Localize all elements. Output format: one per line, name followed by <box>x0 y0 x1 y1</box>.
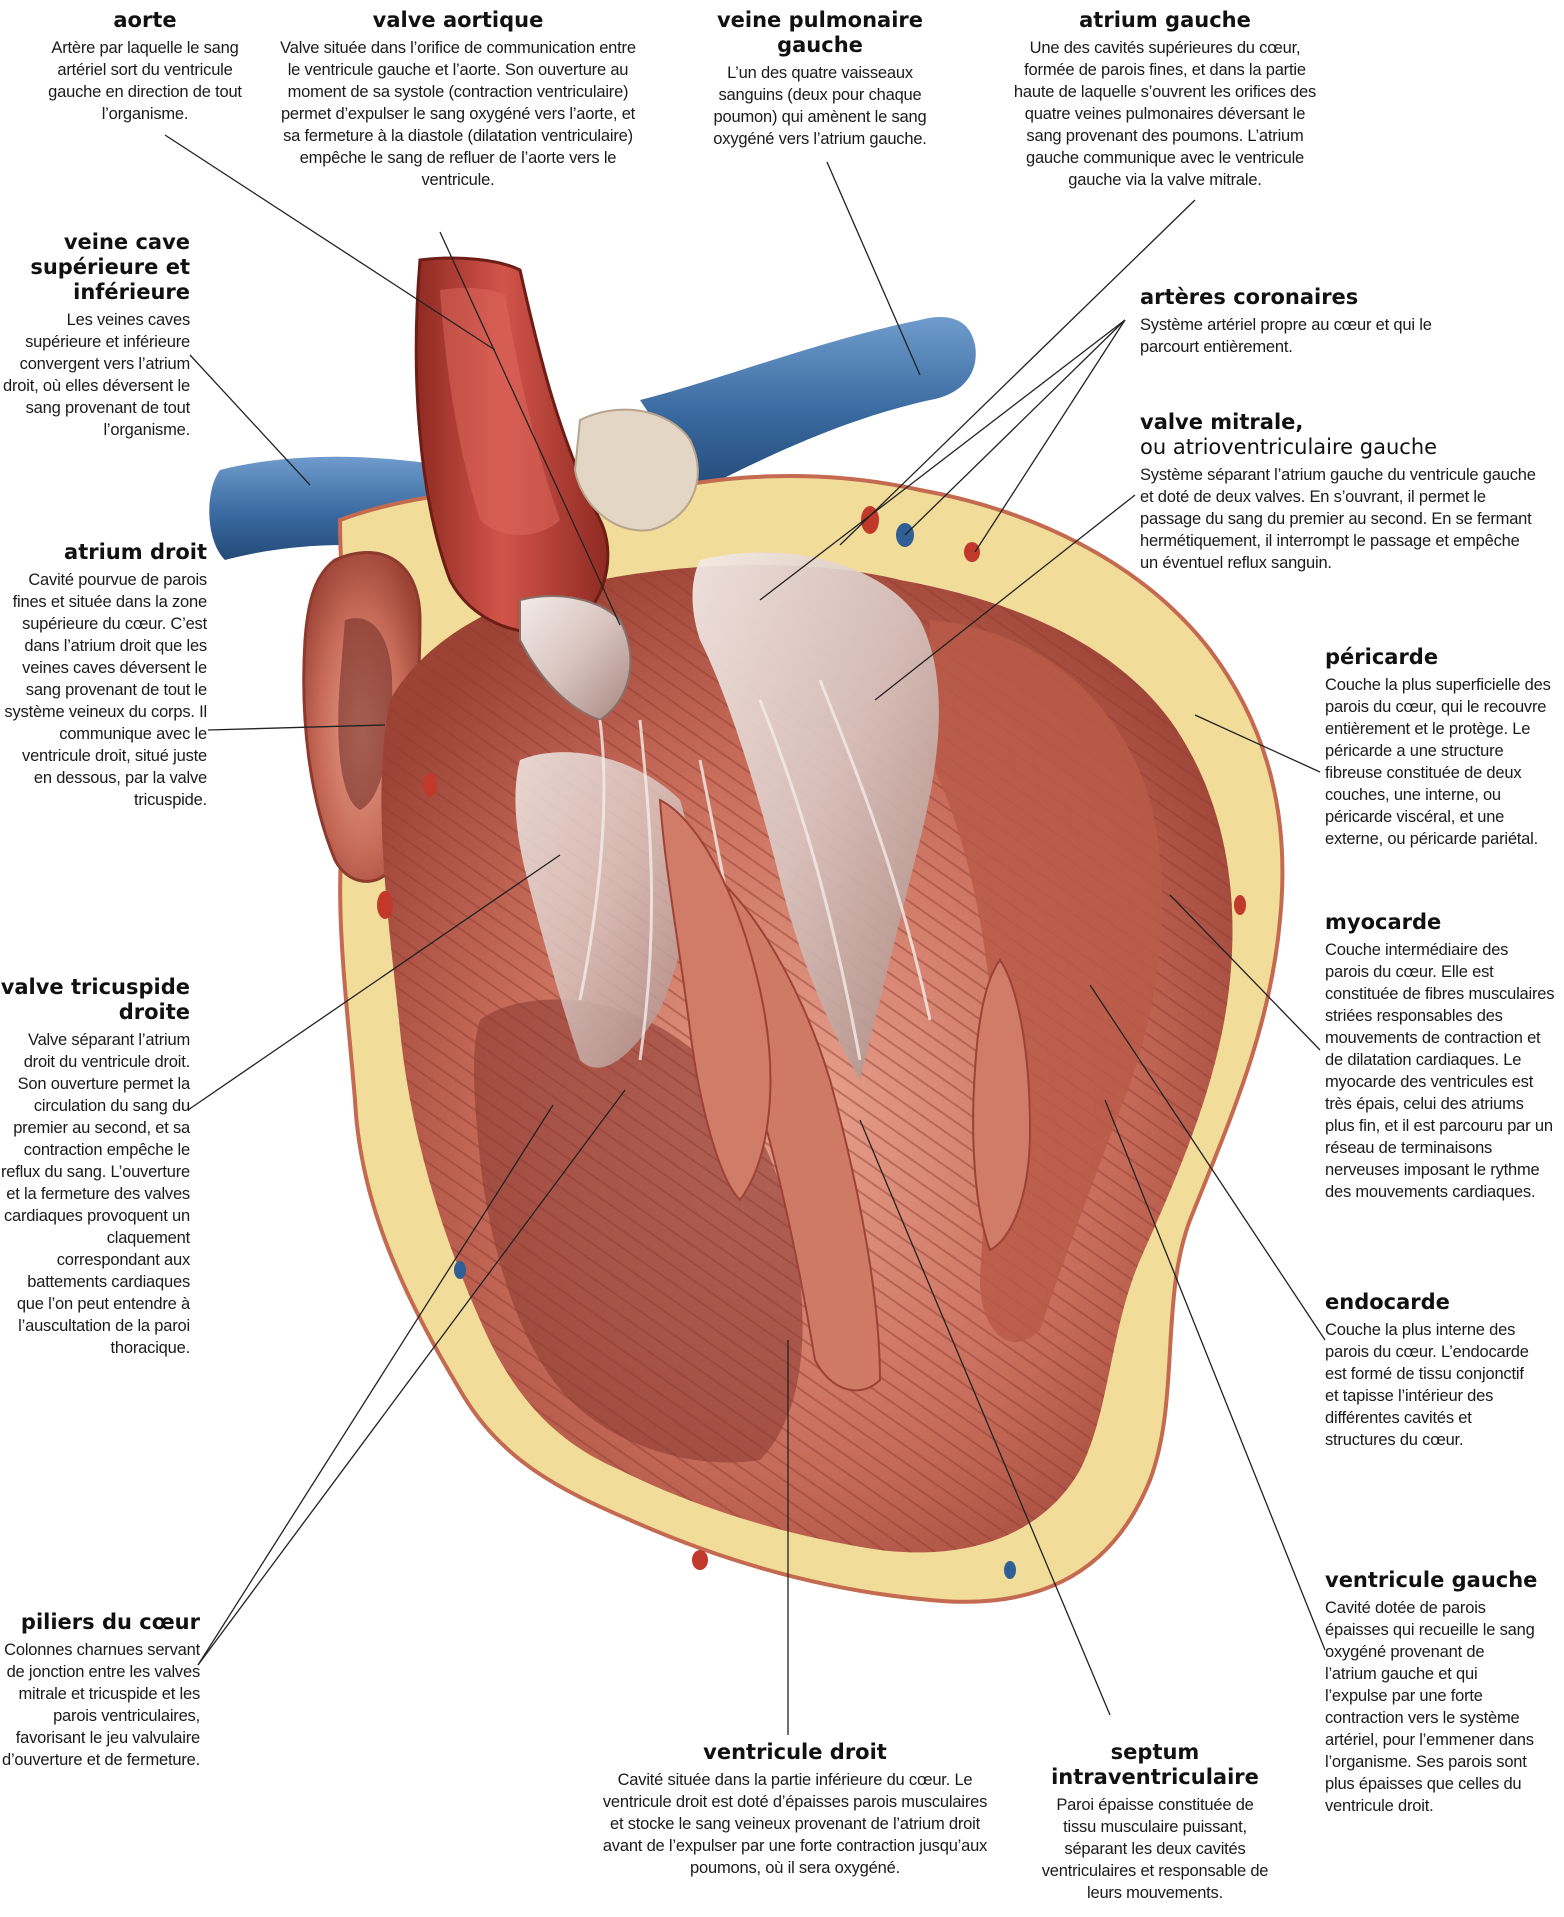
label-piliers-title: piliers du cœur <box>0 1610 200 1635</box>
label-veine-cave-text: Les veines caves supérieure et inférieur… <box>0 309 190 441</box>
label-endocarde-text: Couche la plus interne des parois du cœu… <box>1325 1319 1535 1451</box>
label-septum-title: septum intraventriculaire <box>1040 1740 1270 1790</box>
label-atrium-droit: atrium droit Cavité pourvue de parois fi… <box>0 540 207 811</box>
label-veine-pulmonaire: veine pulmonaire gauche L’un des quatre … <box>700 8 940 150</box>
label-ventricule-droit-title: ventricule droit <box>600 1740 990 1765</box>
label-valve-aortique-text: Valve située dans l’orifice de communica… <box>278 37 638 191</box>
label-aorte-text: Artère par laquelle le sang artériel sor… <box>30 37 260 125</box>
label-myocarde: myocarde Couche intermédiaire des parois… <box>1325 910 1555 1203</box>
label-valve-tricuspide-title: valve tricuspide droite <box>0 975 190 1025</box>
label-septum-text: Paroi épaisse constituée de tissu muscul… <box>1040 1794 1270 1904</box>
label-aorte: aorte Artère par laquelle le sang artéri… <box>30 8 260 125</box>
label-pericarde: péricarde Couche la plus superficielle d… <box>1325 645 1555 850</box>
label-ventricule-gauche-text: Cavité dotée de parois épaisses qui recu… <box>1325 1597 1540 1817</box>
label-valve-mitrale-title2: ou atrioventriculaire gauche <box>1140 435 1540 460</box>
label-ventricule-droit-text: Cavité située dans la partie inférieure … <box>600 1769 990 1879</box>
label-atrium-droit-text: Cavité pourvue de parois fines et située… <box>0 569 207 811</box>
label-veine-pulmonaire-text: L’un des quatre vaisseaux sanguins (deux… <box>700 62 940 150</box>
label-endocarde: endocarde Couche la plus interne des par… <box>1325 1290 1535 1451</box>
label-valve-tricuspide: valve tricuspide droite Valve séparant l… <box>0 975 190 1359</box>
label-pericarde-title: péricarde <box>1325 645 1555 670</box>
label-ventricule-gauche: ventricule gauche Cavité dotée de parois… <box>1325 1568 1540 1817</box>
label-atrium-gauche-text: Une des cavités supérieures du cœur, for… <box>1010 37 1320 191</box>
label-myocarde-text: Couche intermédiaire des parois du cœur.… <box>1325 939 1555 1203</box>
label-piliers-text: Colonnes charnues servant de jonction en… <box>0 1639 200 1771</box>
label-veine-cave-title: veine cave supérieure et inférieure <box>0 230 190 305</box>
label-arteres-coronaires-title: artères coronaires <box>1140 285 1440 310</box>
label-atrium-gauche: atrium gauche Une des cavités supérieure… <box>1010 8 1320 191</box>
label-ventricule-gauche-title: ventricule gauche <box>1325 1568 1540 1593</box>
label-ventricule-droit: ventricule droit Cavité située dans la p… <box>600 1740 990 1879</box>
label-endocarde-title: endocarde <box>1325 1290 1535 1315</box>
label-aorte-title: aorte <box>30 8 260 33</box>
label-valve-mitrale: valve mitrale, ou atrioventriculaire gau… <box>1140 410 1540 574</box>
label-valve-aortique: valve aortique Valve située dans l’orifi… <box>278 8 638 191</box>
label-myocarde-title: myocarde <box>1325 910 1555 935</box>
label-valve-mitrale-text: Système séparant l’atrium gauche du vent… <box>1140 464 1540 574</box>
label-atrium-gauche-title: atrium gauche <box>1010 8 1320 33</box>
label-valve-aortique-title: valve aortique <box>278 8 638 33</box>
label-septum: septum intraventriculaire Paroi épaisse … <box>1040 1740 1270 1904</box>
label-arteres-coronaires-text: Système artériel propre au cœur et qui l… <box>1140 314 1440 358</box>
label-veine-cave: veine cave supérieure et inférieure Les … <box>0 230 190 441</box>
label-piliers: piliers du cœur Colonnes charnues servan… <box>0 1610 200 1771</box>
label-veine-pulmonaire-title: veine pulmonaire gauche <box>700 8 940 58</box>
label-valve-tricuspide-text: Valve séparant l’atrium droit du ventric… <box>0 1029 190 1359</box>
label-valve-mitrale-title: valve mitrale, <box>1140 410 1540 435</box>
label-arteres-coronaires: artères coronaires Système artériel prop… <box>1140 285 1440 358</box>
label-pericarde-text: Couche la plus superficielle des parois … <box>1325 674 1555 850</box>
label-atrium-droit-title: atrium droit <box>0 540 207 565</box>
